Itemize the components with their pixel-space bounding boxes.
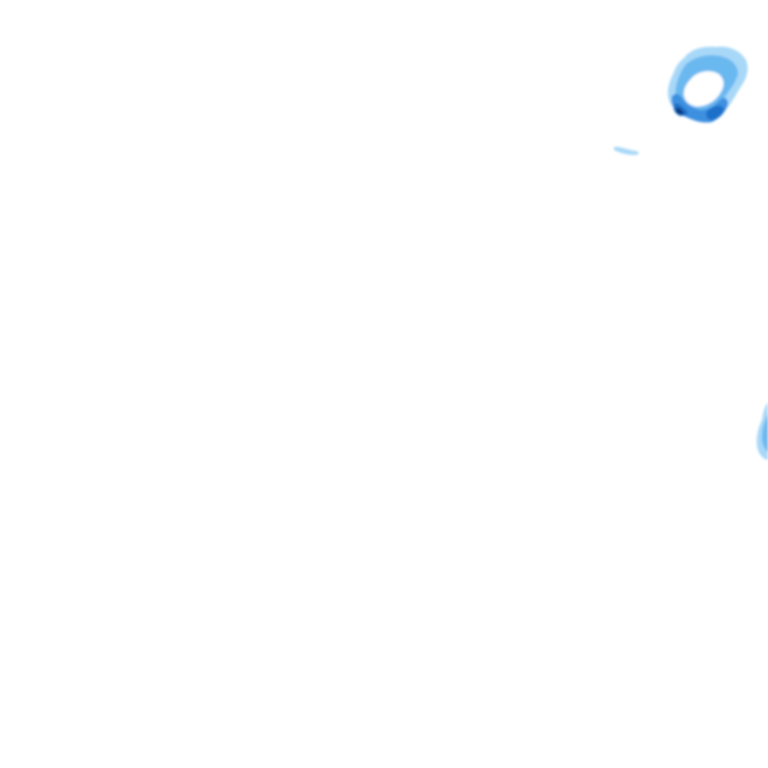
precip-cell-northeast-core [676,107,684,115]
precip-cell-northeast [667,46,748,123]
precip-cell-east-edge [756,402,768,460]
precip-cell-east-edge-medium [762,414,768,452]
precip-cell-northeast-heavy-east [706,105,724,120]
precip-streak-north-light [614,146,639,155]
precip-cell-northeast-gap [683,71,724,107]
precip-streak-north [614,146,639,155]
